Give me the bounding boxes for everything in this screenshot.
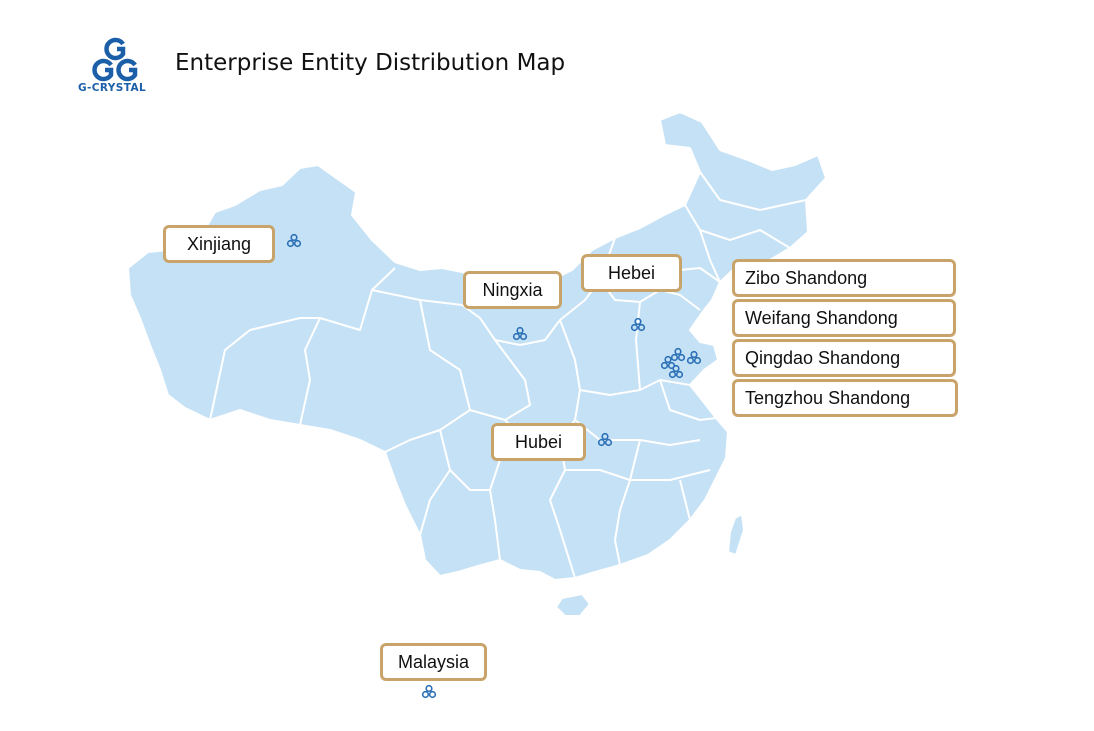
taiwan-island [727, 513, 745, 556]
location-label-zibo-shandong[interactable]: Zibo Shandong [732, 259, 956, 297]
location-label-weifang-shandong[interactable]: Weifang Shandong [732, 299, 956, 337]
map-landmass [127, 111, 827, 617]
entity-marker-icon[interactable] [630, 317, 646, 333]
entity-marker-icon[interactable] [686, 350, 702, 366]
logo-text: G-CRYSTAL [78, 82, 147, 94]
location-label-tengzhou-shandong[interactable]: Tengzhou Shandong [732, 379, 958, 417]
entity-marker-icon[interactable] [668, 364, 684, 380]
location-label-qingdao-shandong[interactable]: Qingdao Shandong [732, 339, 956, 377]
page-title: Enterprise Entity Distribution Map [175, 50, 566, 76]
entity-marker-icon[interactable] [597, 432, 613, 448]
mainland-region [127, 111, 827, 581]
location-label-ningxia[interactable]: Ningxia [463, 271, 562, 309]
location-label-xinjiang[interactable]: Xinjiang [163, 225, 275, 263]
location-label-hebei[interactable]: Hebei [581, 254, 682, 292]
entity-marker-icon[interactable] [512, 326, 528, 342]
entity-marker-icon[interactable] [421, 684, 437, 700]
entity-marker-icon[interactable] [670, 347, 686, 363]
province-borders [209, 171, 807, 579]
hainan-island [555, 593, 591, 617]
entity-marker-icon[interactable] [286, 233, 302, 249]
location-label-malaysia[interactable]: Malaysia [380, 643, 487, 681]
location-label-hubei[interactable]: Hubei [491, 423, 586, 461]
g-crystal-logo-icon [92, 37, 138, 82]
